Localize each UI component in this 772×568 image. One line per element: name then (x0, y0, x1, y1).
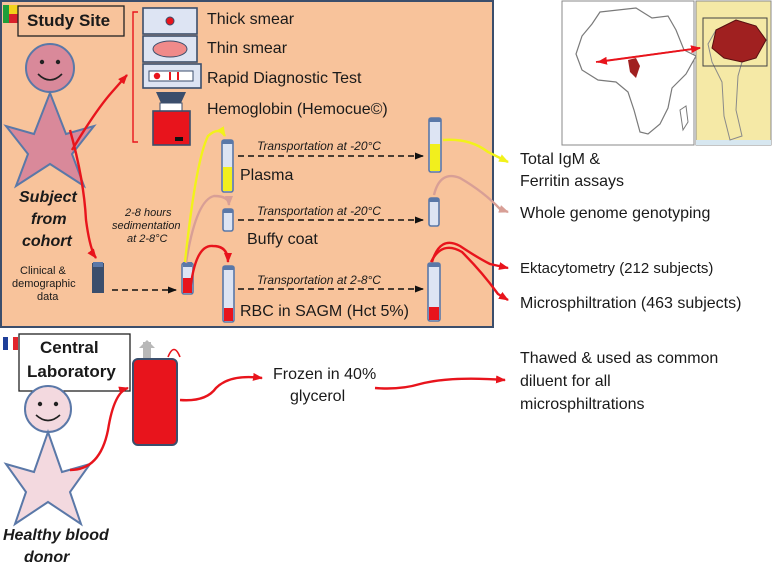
thawed-label-line2: diluent for all (520, 373, 611, 390)
frozen-label-line1: Frozen in 40% (273, 366, 377, 383)
microsphiltration-label: Microsphiltration (463 subjects) (520, 295, 742, 312)
thawed-label-line1: Thawed & used as common (520, 350, 719, 367)
igm-label-line2: Ferritin assays (520, 173, 625, 190)
hemocue-icon (152, 92, 191, 146)
thick-smear-label: Thick smear (207, 11, 295, 28)
frozen-label-line2: glycerol (290, 388, 346, 405)
central-lab-title-line1: Central (40, 338, 99, 357)
hemoglobin-label: Hemoglobin (Hemocue©) (207, 101, 388, 118)
donor-to-bag-arrow (69, 386, 129, 472)
france-flag-icon (3, 337, 18, 350)
thin-smear-label: Thin smear (207, 40, 288, 57)
central-lab-title-box (18, 333, 131, 392)
igm-label-line1: Total IgM & (520, 151, 601, 168)
donor-label-line1: Healthy blood (3, 527, 109, 544)
sample-list-bracket (132, 11, 138, 143)
plasma-to-igm-arrow (442, 138, 509, 164)
subject-label-line3: cohort (22, 233, 72, 250)
sedimentation-label-line1: 2-8 hours (125, 207, 172, 219)
buffy-transport-label: Transportation at -20°C (257, 204, 381, 218)
clinical-label-line1: Clinical & (20, 265, 66, 277)
thick-smear-icon (142, 7, 198, 35)
subject-label-line1: Subject (19, 189, 77, 206)
blood-bag-icon (132, 340, 181, 446)
benin-flag-icon (3, 5, 20, 23)
plasma-label: Plasma (240, 167, 294, 184)
donor-label-line2: donor (24, 549, 70, 566)
sedimentation-label-line2: sedimentation (112, 220, 181, 232)
ektacytometry-label: Ektacytometry (212 subjects) (520, 260, 714, 277)
plasma-destination-tube (428, 117, 442, 173)
clinical-label-line3: data (37, 291, 59, 303)
africa-map (561, 0, 697, 146)
sedimentation-label-line3: at 2-8°C (127, 233, 168, 245)
rbc-transport-label: Transportation at 2-8°C (257, 273, 381, 287)
donor-person-icon (3, 385, 93, 527)
sedimentation-to-plasma-arrow (183, 126, 227, 263)
benin-map (695, 0, 772, 146)
subject-to-tube-arrow (68, 129, 98, 259)
plasma-transport-label: Transportation at -20°C (257, 139, 381, 153)
thawed-label-line3: microsphiltrations (520, 396, 645, 413)
study-site-title: Study Site (27, 11, 111, 30)
bag-to-frozen-arrow (179, 372, 263, 402)
rbc-tube (222, 265, 235, 323)
frozen-to-thawed-arrow (374, 375, 506, 390)
collected-blood-tube (92, 262, 104, 293)
buffy-destination-tube (428, 197, 440, 227)
subject-to-samples-arrow (70, 74, 128, 151)
genotyping-label: Whole genome genotyping (520, 205, 711, 222)
clinical-label-line2: demographic (12, 278, 76, 290)
thin-smear-icon (142, 35, 198, 63)
rdt-icon (142, 63, 202, 89)
sedimentation-to-buffy-arrow (184, 194, 233, 264)
plasma-tube (221, 139, 234, 193)
study-site-box (0, 0, 494, 328)
buffy-to-genotyping-arrow (432, 174, 509, 214)
sedimentation-to-rbc-arrow (188, 244, 232, 293)
rdt-label: Rapid Diagnostic Test (207, 70, 362, 87)
rbc-destination-tube (427, 262, 441, 322)
buffy-coat-tube (222, 208, 234, 232)
map-connector-arrow-back (597, 47, 701, 65)
central-lab-title-line2: Laboratory (27, 362, 116, 381)
subject-label-line2: from (31, 211, 67, 228)
buffy-coat-label: Buffy coat (247, 231, 318, 248)
rbc-to-microsphiltration-arrow (429, 246, 509, 302)
rbc-label: RBC in SAGM (Hct 5%) (240, 303, 409, 320)
study-site-title-box (17, 5, 125, 37)
rbc-to-ektacytometry-arrow (430, 241, 509, 270)
